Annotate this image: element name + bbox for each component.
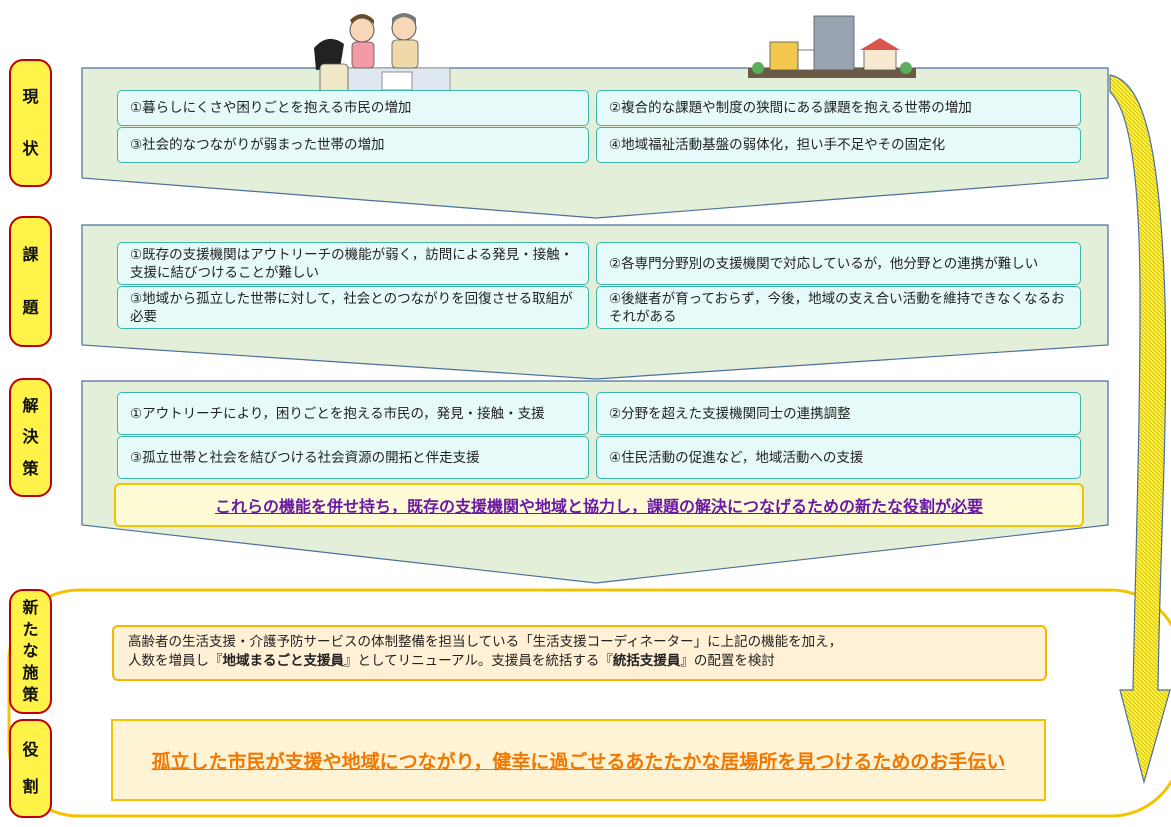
label-solutions: 解 決 策 (9, 378, 52, 497)
label-solutions-char-1: 解 (22, 395, 39, 415)
issues-item-2: ②各専門分野別の支援機関で対応しているが，他分野との連携が難しい (596, 242, 1081, 285)
consultation-illustration (314, 13, 451, 96)
solutions-item-2: ②分野を超えた支援機関同士の連携調整 (596, 392, 1081, 435)
new-measure-bold-chief-supporter: 統括支援員 (612, 653, 681, 669)
role-box: 孤立した市民が支援や地域につながり，健幸に過ごせるあたたかな居場所を見つけるため… (111, 719, 1046, 801)
solutions-item-3: ③孤立世帯と社会を結びつける社会資源の開拓と伴走支援 (117, 436, 589, 479)
label-solutions-char-3: 策 (22, 459, 39, 479)
new-measure-box: 高齢者の生活支援・介護予防サービスの体制整備を担当している「生活支援コーディネー… (112, 625, 1047, 681)
label-new-measure-char-4: 施 (22, 663, 39, 683)
label-role-char-2: 割 (22, 777, 39, 797)
label-new-measure-char-1: 新 (22, 597, 39, 617)
new-measure-text-c: 』としてリニューアル。支援員を統括する『 (344, 653, 613, 669)
new-measure-bold-community-supporter: 地域まるごと支援員 (222, 653, 345, 669)
label-new-measure-char-2: た (22, 619, 39, 639)
new-measure-line-1: 高齢者の生活支援・介護予防サービスの体制整備を担当している「生活支援コーディネー… (128, 634, 843, 650)
label-new-measure: 新 た な 施 策 (9, 589, 52, 714)
solutions-summary: これらの機能を併せ持ち，既存の支援機関や地域と協力し，課題の解決につなげるための… (114, 483, 1084, 527)
issues-item-1: ①既存の支援機関はアウトリーチの機能が弱く，訪問による発見・接触・支援に結びつけ… (117, 242, 589, 285)
current-item-1: ①暮らしにくさや困りごとを抱える市民の増加 (117, 90, 589, 126)
label-issues-char-1: 課 (22, 244, 39, 264)
solutions-item-1: ①アウトリーチにより，困りごとを抱える市民の，発見・接触・支援 (117, 392, 589, 435)
label-role: 役 割 (9, 719, 52, 818)
label-role-char-1: 役 (22, 739, 39, 759)
label-current-char-1: 現 (22, 87, 39, 106)
curved-arrow (1109, 74, 1171, 785)
label-solutions-char-2: 決 (22, 427, 39, 447)
label-issues: 課 題 (9, 216, 52, 347)
new-measure-text-e: 』の配置を検討 (680, 653, 775, 669)
label-current: 現 状 (9, 59, 52, 187)
current-item-4: ④地域福祉活動基盤の弱体化，担い手不足やその固定化 (596, 127, 1081, 163)
current-item-3: ③社会的なつながりが弱まった世帯の増加 (117, 127, 589, 163)
new-measure-line-2: 人数を増員し『地域まるごと支援員』としてリニューアル。支援員を統括する『統括支援… (128, 652, 1031, 671)
label-issues-char-2: 題 (22, 298, 39, 318)
buildings-illustration (748, 15, 916, 78)
label-new-measure-char-5: 策 (22, 685, 39, 705)
new-measure-text-a: 人数を増員し『 (128, 653, 223, 669)
label-new-measure-char-3: な (22, 641, 39, 661)
solutions-item-4: ④住民活動の促進など，地域活動への支援 (596, 436, 1081, 479)
current-item-2: ②複合的な課題や制度の狭間にある課題を抱える世帯の増加 (596, 90, 1081, 126)
issues-item-3: ③地域から孤立した世帯に対して，社会とのつながりを回復させる取組が必要 (117, 286, 589, 329)
issues-item-4: ④後継者が育っておらず，今後，地域の支え合い活動を維持できなくなるおそれがある (596, 286, 1081, 329)
label-current-char-2: 状 (22, 139, 39, 158)
